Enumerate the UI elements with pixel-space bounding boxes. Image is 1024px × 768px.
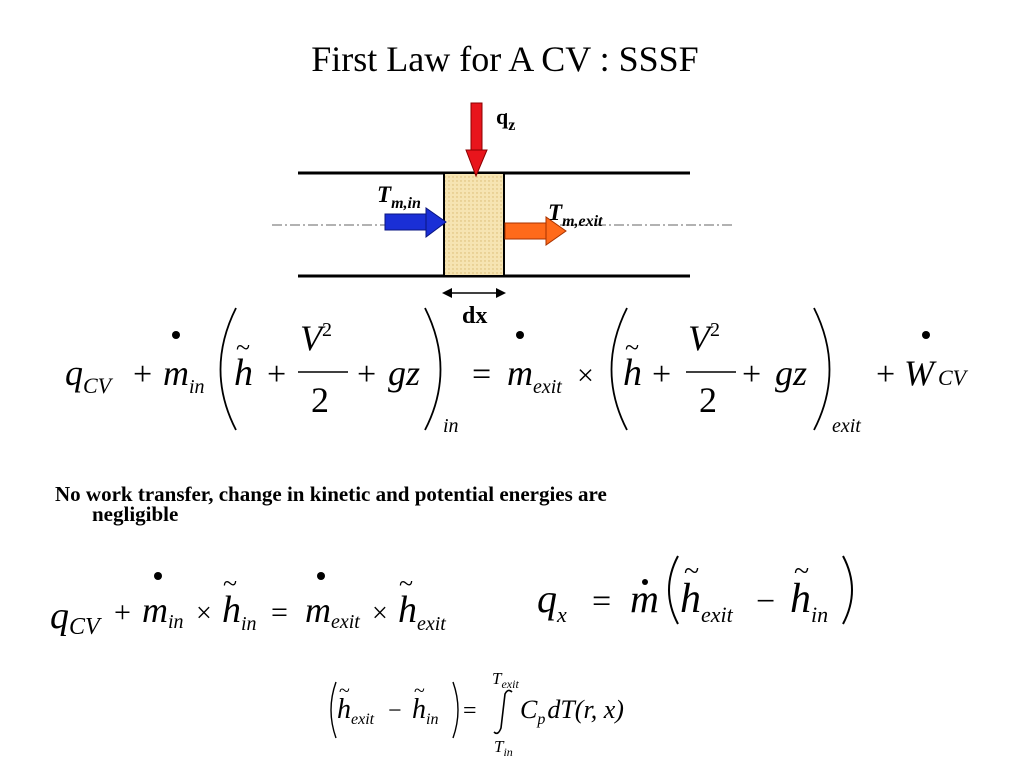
qx-term: qx — [537, 576, 567, 627]
plus-sign: + — [114, 596, 131, 629]
inlet-flow-arrow — [384, 207, 447, 238]
plus-sign: + — [133, 356, 152, 393]
energy-balance-equation: qCV + min h ~ + V2 2 + gz in = mexit × h… — [65, 307, 969, 437]
m-in-term: min — [163, 353, 205, 398]
times-sign: × — [372, 598, 388, 629]
v-squared-numerator: V2 — [688, 318, 720, 358]
dx-label: dx — [462, 303, 487, 329]
left-paren — [219, 307, 237, 431]
gz-term: gz — [775, 353, 807, 393]
integral-sign — [493, 689, 513, 735]
m-in-term: min — [142, 590, 184, 633]
equals-sign: = — [592, 583, 611, 620]
slide-title: First Law for A CV : SSSF — [311, 39, 699, 79]
tilde-mark: ~ — [684, 556, 699, 587]
mass-flow-dot — [317, 572, 325, 580]
h-exit-term: hexit — [680, 576, 734, 627]
exit-temperature-label: Tm,exit — [548, 200, 603, 230]
plus-sign: + — [267, 356, 286, 393]
q-cv-term: qCV — [65, 353, 114, 398]
tilde-mark: ~ — [223, 569, 237, 598]
assumption-note: No work transfer, change in kinetic and … — [55, 482, 815, 526]
h-in-term: hin — [790, 576, 828, 627]
left-paren — [610, 307, 628, 431]
plus-sign: + — [876, 356, 895, 393]
right-paren — [813, 307, 831, 431]
equals-sign: = — [271, 596, 288, 629]
assumption-note-line2: negligible — [92, 502, 179, 526]
h-in-term: hin — [412, 694, 438, 728]
equals-sign: = — [463, 698, 477, 724]
simplified-balance-equation: qCV + min × hin ~ = mexit × hexit ~ — [50, 569, 446, 640]
assumption-note-line1: No work transfer, change in kinetic and … — [55, 482, 607, 506]
left-paren — [330, 681, 337, 739]
right-paren — [842, 555, 853, 625]
h-tilde-term: h — [623, 352, 642, 394]
minus-sign: − — [388, 698, 402, 724]
tilde-mark: ~ — [236, 333, 250, 362]
dx-dimension — [442, 288, 506, 298]
fraction-denominator: 2 — [311, 380, 329, 420]
enthalpy-integral-equation: hexit ~ − hin ~ = Texit Tin CpdT(r, x) — [330, 669, 624, 759]
control-volume-element — [443, 172, 505, 277]
integrand: CpdT(r, x) — [520, 695, 624, 728]
heat-flux-arrow — [465, 102, 488, 178]
mass-flow-dot — [172, 331, 180, 339]
tilde-mark: ~ — [625, 333, 639, 362]
tilde-mark: ~ — [414, 680, 425, 702]
plus-sign: + — [357, 356, 376, 393]
right-paren — [424, 307, 442, 431]
plus-sign: + — [652, 356, 671, 393]
tilde-mark: ~ — [794, 556, 809, 587]
gz-term: gz — [388, 353, 420, 393]
m-exit-term: mexit — [507, 353, 562, 398]
upper-limit: Texit — [492, 669, 519, 691]
lower-limit: Tin — [494, 737, 513, 759]
left-paren — [668, 555, 679, 625]
work-rate-dot — [922, 331, 930, 339]
mass-flow-dot — [642, 579, 648, 585]
tilde-mark: ~ — [399, 569, 413, 598]
exit-flow-arrow — [504, 216, 567, 246]
h-in-term: hin — [222, 589, 257, 635]
fraction-denominator: 2 — [699, 380, 717, 420]
q-cv-term: qCV — [50, 595, 102, 640]
m-exit-term: mexit — [305, 590, 360, 633]
h-exit-term: hexit — [337, 694, 375, 728]
tilde-mark: ~ — [339, 680, 350, 702]
mass-flow-dot — [516, 331, 524, 339]
h-tilde-term: h — [234, 352, 253, 394]
heat-flux-label: qz — [496, 104, 515, 134]
exit-subscript: exit — [832, 415, 861, 437]
right-paren — [452, 681, 459, 739]
heat-rate-equation: qx = m hexit ~ − hin ~ — [537, 555, 853, 627]
times-sign: × — [577, 359, 594, 392]
pipe-diagram: qz Tm,in Tm,exit dx — [272, 102, 735, 329]
inlet-temperature-label: Tm,in — [377, 182, 421, 212]
plus-sign: + — [742, 356, 761, 393]
equals-sign: = — [472, 356, 491, 393]
mass-flow-dot — [154, 572, 162, 580]
h-exit-term: hexit — [398, 589, 446, 635]
in-subscript: in — [443, 415, 459, 437]
minus-sign: − — [756, 583, 775, 620]
times-sign: × — [196, 598, 212, 629]
v-squared-numerator: V2 — [300, 318, 332, 358]
